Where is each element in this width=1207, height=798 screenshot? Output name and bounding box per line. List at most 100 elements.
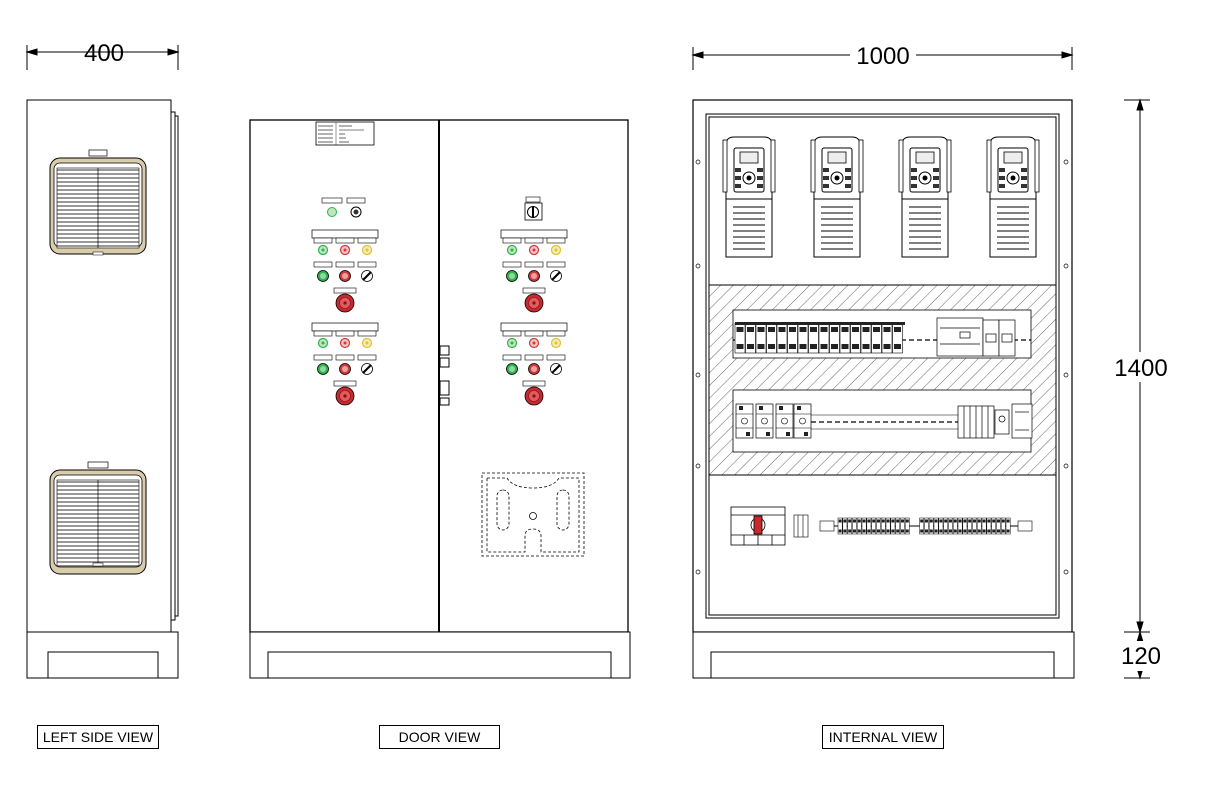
mcb-dial [761,417,768,425]
terminal-screw [862,519,866,523]
vfd-key [933,168,939,172]
vfd-key [1021,168,1027,172]
motor-circuit-breaker [775,403,794,439]
vfd-key [911,168,917,172]
lamp-legend-plate [313,237,333,244]
terminal-screw [987,519,991,523]
relay-module [776,322,788,354]
terminal-screw [934,519,938,523]
terminal-block [938,517,944,535]
button-legend-plate [313,354,333,361]
terminal-block [924,517,929,535]
lamp-legend-plate [546,330,566,337]
terminal-block [904,517,910,535]
motor-circuit-breaker [735,403,754,439]
relay-module [745,322,756,354]
vfd-drive [722,136,776,258]
plc-unit [936,317,1016,357]
mcb-dial [741,417,748,425]
start-button-face [320,273,326,279]
button-legend-plate [502,261,522,268]
terminal-screw [939,529,943,533]
terminal-screw [886,529,890,533]
stop-button-face [531,366,537,372]
relay-module [839,322,851,354]
lamp-legend-plate [357,330,377,337]
mcb-screw [804,432,808,436]
terminal-screw [905,519,909,523]
terminal-screw [891,519,895,523]
vfd-key [1021,176,1027,180]
mcb-dial [781,417,788,425]
terminal-screw [853,519,856,523]
relay-top-terminal [789,327,796,332]
motor-control-group [311,322,379,406]
terminal-block [1005,517,1011,535]
dimension-plinth-height-text: 120 [1121,643,1161,670]
vfd-key [823,168,829,172]
relay-top-terminal [736,327,744,332]
lamp-legend-plate [502,330,522,337]
terminal-screw [925,529,928,533]
estop-legend-plate [522,380,546,387]
terminal-screw [925,519,928,523]
relay-bottom-terminal [894,344,901,349]
terminal-screw [838,529,842,533]
left-door-top-devices [321,197,366,218]
relay-module [808,322,819,354]
lamp-center [365,248,369,252]
vfd-nav-center [746,175,752,181]
terminal-block [871,517,877,535]
lamp-center [343,341,347,345]
terminal-screw [920,519,924,523]
vfd-display [827,151,847,164]
motor-circuit-breakers [735,403,812,439]
vfd-nav-center [834,175,840,181]
button-legend-plate [335,354,355,361]
terminal-block [876,517,881,535]
small-breakers [957,403,1033,439]
vfd-key [735,168,741,172]
terminal-screw [973,519,976,523]
vfd-key [911,176,917,180]
terminal-screw [929,519,933,523]
mcb-screw [779,406,783,410]
terminal-screw [944,529,948,533]
vfd-side-rail [770,139,776,193]
lamp-center [321,341,325,345]
terminal-screw [929,529,933,533]
terminal-screw [958,529,962,533]
relay-module [892,322,903,354]
relay-bus [735,322,905,325]
lamp-center [510,248,514,252]
terminal-block [967,517,973,535]
terminal-screw [958,519,962,523]
lamp-center [532,248,536,252]
terminal-screw [838,519,842,523]
terminal-strip [819,517,1033,535]
terminal-screw [997,529,1000,533]
button-legend-plate [502,354,522,361]
relay-module [850,322,861,354]
relay-bottom-terminal [883,344,891,349]
estop-legend-plate [333,287,357,294]
vfd-side-rail [986,139,992,193]
dimension-side-width-text: 400 [84,40,124,67]
terminal-block [957,517,963,535]
relay-top-terminal [757,327,765,332]
estop-legend-plate [522,287,546,294]
terminal-block [885,517,891,535]
dimension-overall-width-text: 1000 [856,43,909,70]
din-rail-upper [732,309,1032,359]
terminal-block [972,517,977,535]
terminal-block [852,517,857,535]
vfd-key [999,176,1005,180]
relay-top-terminal [841,327,849,332]
terminal-block [880,517,886,535]
relay-module [818,322,830,354]
lamp-center [532,341,536,345]
terminal-block [986,517,992,535]
motor-control-group [311,229,379,313]
mcb-screw [746,432,750,436]
